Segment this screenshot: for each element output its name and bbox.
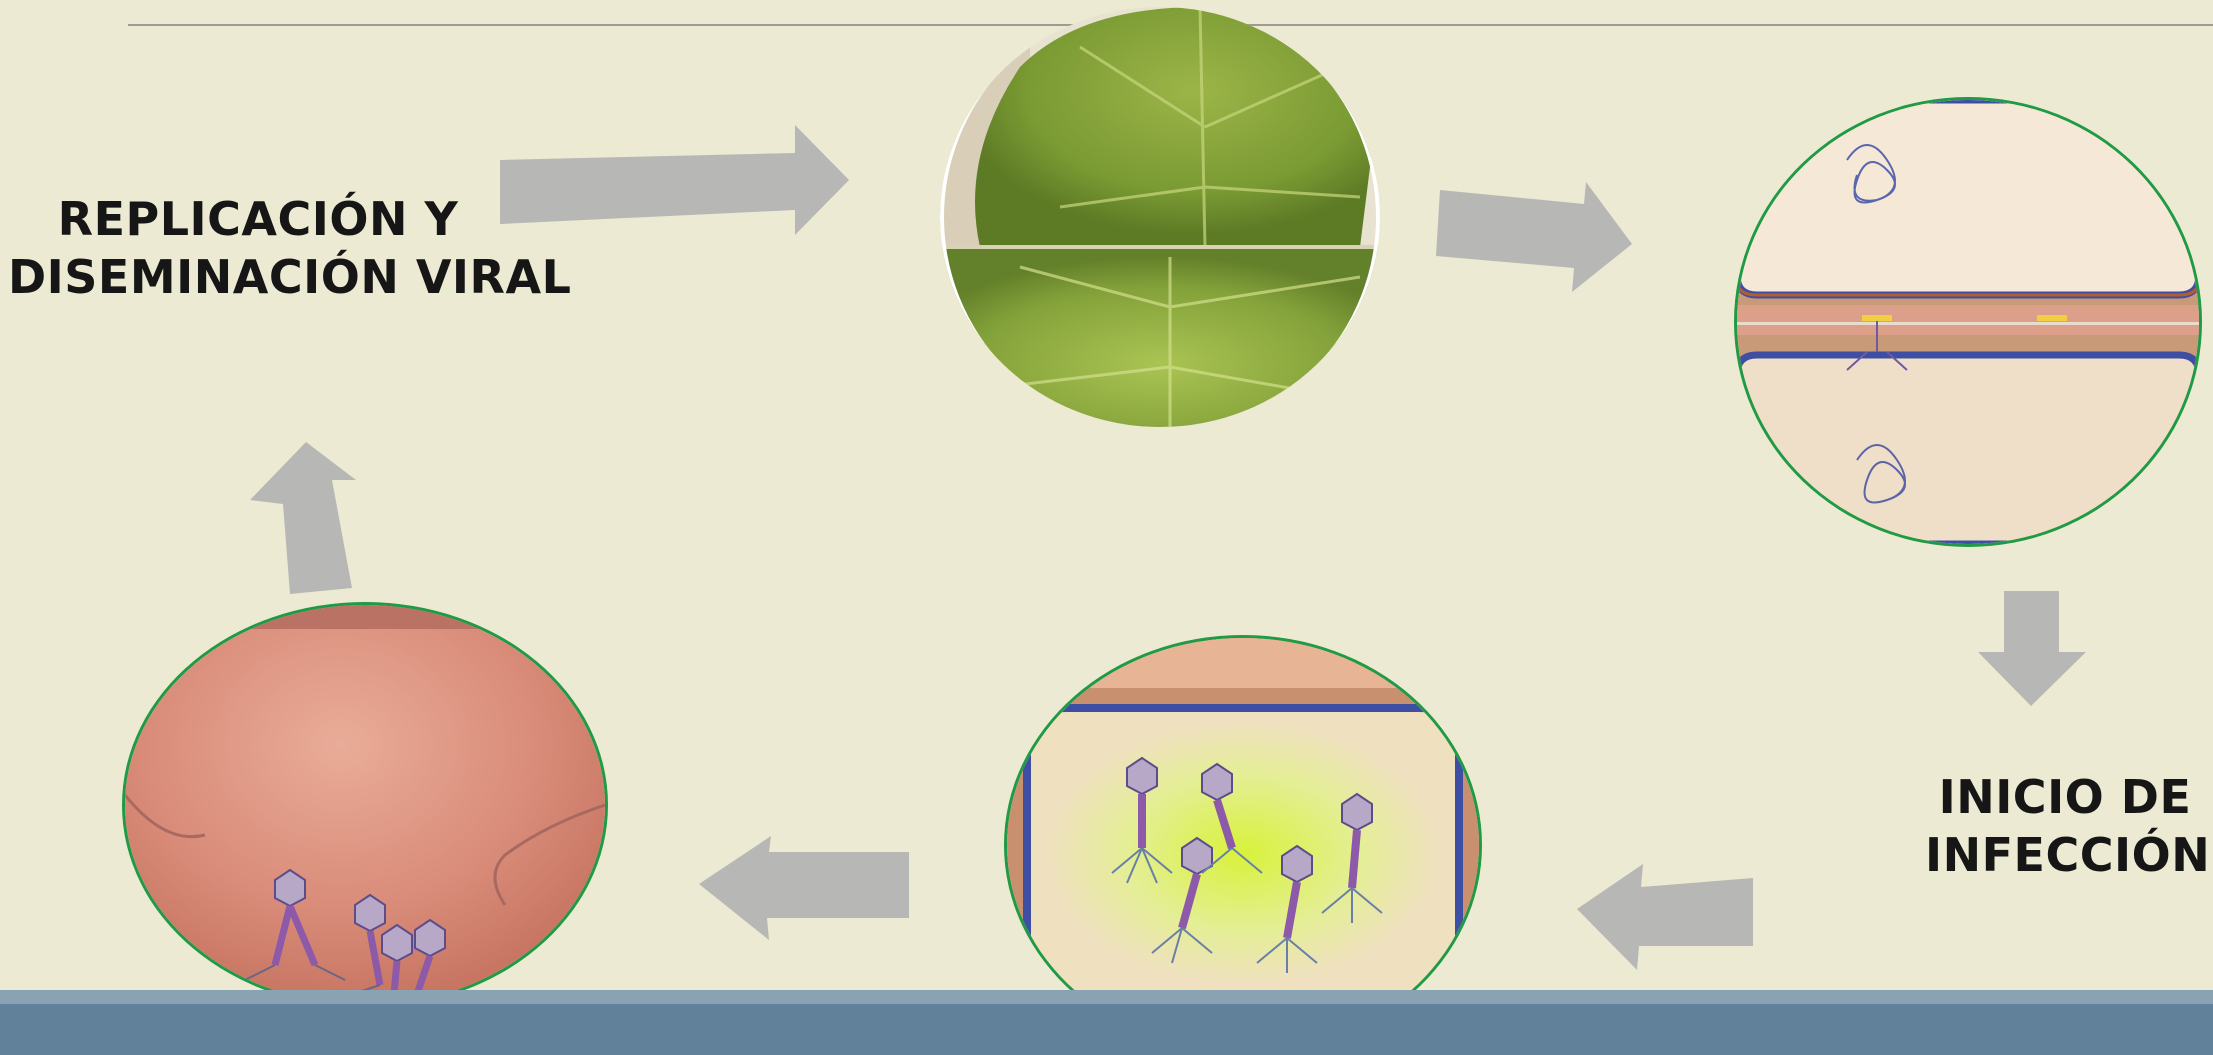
phage-attachment-circle [1734,97,2202,547]
replication-label-line1: REPLICACIÓN Y [8,190,508,248]
cell-lysis-image [125,605,605,1005]
arrow-down-right [1976,588,2088,708]
arrow-right-top-right [1436,180,1636,296]
infection-label: INICIO DE INFECCIÓN [1925,768,2205,884]
bottom-band-highlight [0,990,2213,1004]
infection-label-line2: INFECCIÓN [1925,826,2205,884]
infection-label-line1: INICIO DE [1925,768,2205,826]
leaf-image [940,7,1380,427]
leaf-image-circle [940,7,1380,427]
phage-attachment-image [1737,100,2199,544]
arrow-right-top-left [500,125,855,235]
arrow-left-bottom-middle [697,832,911,942]
replication-label-line2: DISEMINACIÓN VIRAL [8,248,508,306]
replication-label: REPLICACIÓN Y DISEMINACIÓN VIRAL [8,190,508,306]
arrow-left-bottom-right [1575,862,1757,972]
cell-lysis-circle [122,602,608,1008]
arrow-up-left [248,440,358,594]
